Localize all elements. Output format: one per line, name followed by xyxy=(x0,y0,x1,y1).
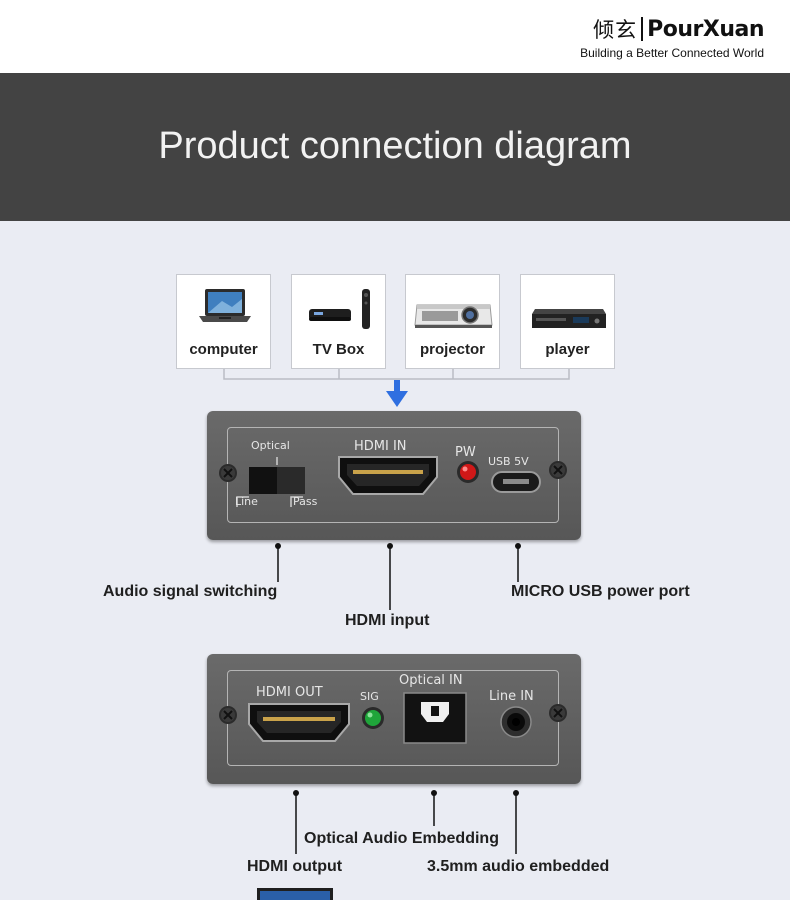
brand-tagline: Building a Better Connected World xyxy=(580,46,764,60)
sig-label: SIG xyxy=(360,690,379,703)
hdmi-out-label: HDMI OUT xyxy=(256,685,323,700)
logo-chinese-text: 倾玄 xyxy=(593,18,638,42)
hdmi-in-label: HDMI IN xyxy=(354,439,407,454)
logo-divider xyxy=(641,17,644,41)
line-in-label: Line IN xyxy=(489,689,534,704)
front-panel: Optical Line Pass HDMI IN PW USB 5V xyxy=(207,411,581,540)
monitor-icon xyxy=(257,888,333,900)
callout-3-5mm-audio: 3.5mm audio embedded xyxy=(427,858,610,875)
source-label-tv-box: TV Box xyxy=(312,341,365,358)
source-card-player: player xyxy=(520,274,615,369)
line-in-jack xyxy=(500,706,532,738)
source-card-computer: computer xyxy=(176,274,271,369)
screw-icon xyxy=(549,461,567,479)
tv-box-icon xyxy=(309,289,370,329)
signal-led xyxy=(362,707,384,729)
optical-in-port xyxy=(403,692,467,744)
rear-callout-leaders xyxy=(293,790,519,854)
pass-label: Pass xyxy=(293,495,318,508)
page-title: Product connection diagram xyxy=(158,125,632,167)
connection-bracket xyxy=(223,369,570,407)
front-callout-leaders xyxy=(275,543,521,610)
mode-switch xyxy=(236,457,305,507)
hdmi-in-port xyxy=(338,456,438,495)
laptop-icon xyxy=(199,289,251,322)
source-label-computer: computer xyxy=(189,341,258,358)
callout-micro-usb: MICRO USB power port xyxy=(511,583,690,600)
rear-panel: HDMI OUT SIG Optical IN Line IN xyxy=(207,654,581,784)
source-card-projector: projector xyxy=(405,274,500,369)
source-label-player: player xyxy=(545,341,590,358)
callout-optical-embedding: Optical Audio Embedding xyxy=(304,830,499,847)
screw-icon xyxy=(549,704,567,722)
callout-audio-switching: Audio signal switching xyxy=(103,583,278,600)
callout-hdmi-input: HDMI input xyxy=(345,612,430,629)
projector-icon xyxy=(414,304,493,328)
title-band: Product connection diagram xyxy=(0,73,790,221)
hdmi-out-port xyxy=(248,703,350,742)
source-card-tv-box: TV Box xyxy=(291,274,386,369)
pw-label: PW xyxy=(455,445,476,460)
dvd-player-icon xyxy=(532,309,606,328)
brand-logo: 倾玄 PourXuan Building a Better Connected … xyxy=(580,14,764,61)
source-label-projector: projector xyxy=(419,341,485,358)
callout-hdmi-output: HDMI output xyxy=(247,858,343,875)
optical-in-label: Optical IN xyxy=(399,673,463,688)
usb-5v-label: USB 5V xyxy=(488,455,529,468)
logo-english-text: PourXuan xyxy=(647,16,764,42)
line-label: Line xyxy=(235,495,258,508)
brand-header: 倾玄 PourXuan Building a Better Connected … xyxy=(0,0,790,73)
optical-label: Optical xyxy=(251,439,290,452)
screw-icon xyxy=(219,706,237,724)
power-led xyxy=(457,461,479,483)
micro-usb-port xyxy=(491,471,541,493)
screw-icon xyxy=(219,464,237,482)
